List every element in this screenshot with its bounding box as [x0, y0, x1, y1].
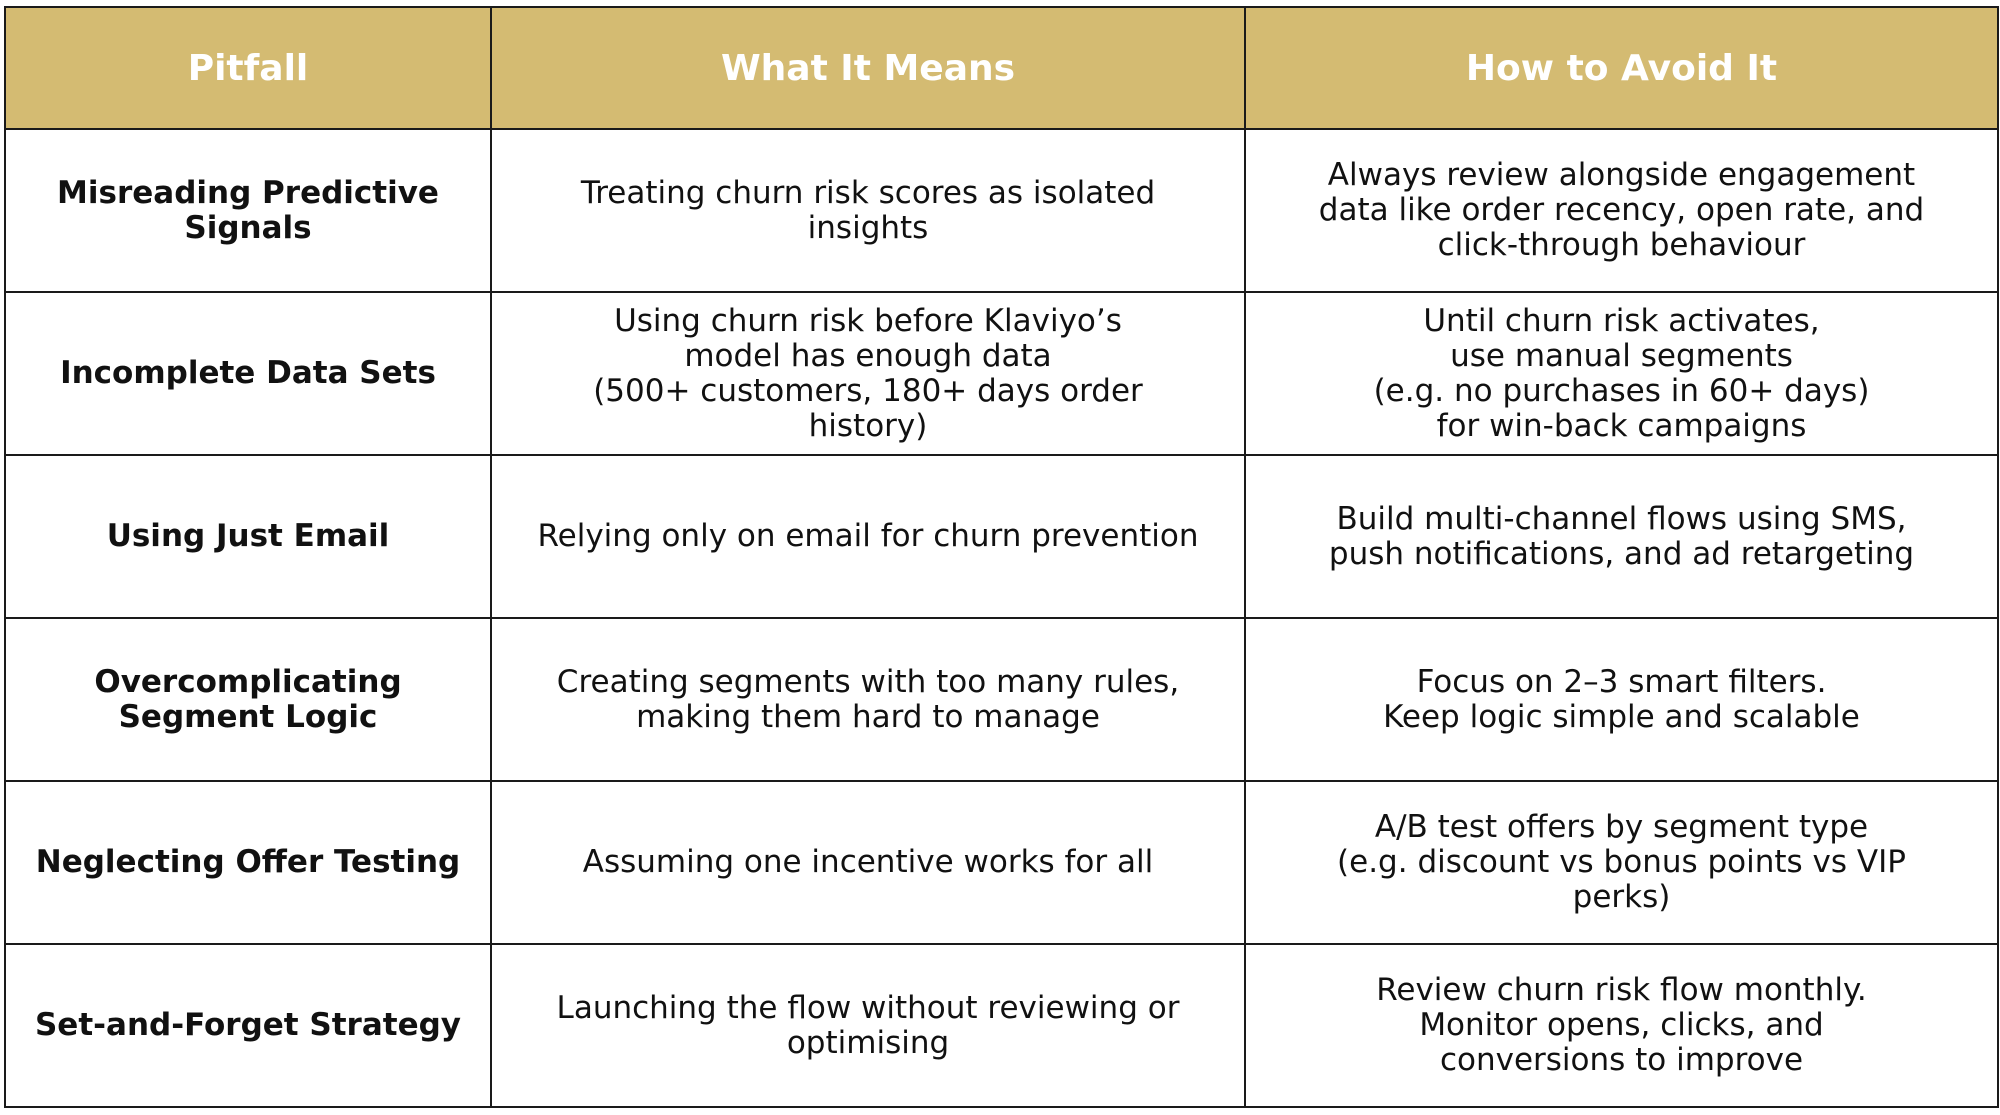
table-row: Set-and-Forget Strategy Launching the fl…: [4, 943, 1999, 1108]
avoid-text: Focus on 2–3 smart filters. Keep logic s…: [1383, 663, 1860, 735]
pitfall-cell: Overcomplicating Segment Logic: [4, 617, 492, 782]
pitfall-text: Set-and-Forget Strategy: [34, 1007, 461, 1043]
means-text: Creating segments with too many rules, m…: [556, 663, 1180, 735]
column-header-what-it-means: What It Means: [490, 6, 1246, 130]
avoid-text: Always review alongside engagement data …: [1318, 157, 1925, 263]
means-text: Assuming one incentive works for all: [582, 844, 1154, 880]
pitfall-cell: Neglecting Offer Testing: [4, 780, 492, 945]
means-text: Using churn risk before Klaviyo’s model …: [593, 302, 1143, 444]
table-row: Using Just Email Relying only on email f…: [4, 454, 1999, 619]
table-row: Misreading Predictive Signals Treating c…: [4, 128, 1999, 293]
column-header-how-to-avoid: How to Avoid It: [1244, 6, 1999, 130]
avoid-cell: Build multi-channel flows using SMS, pus…: [1244, 454, 1999, 619]
means-cell: Assuming one incentive works for all: [490, 780, 1246, 945]
means-cell: Creating segments with too many rules, m…: [490, 617, 1246, 782]
avoid-text: Build multi-channel flows using SMS, pus…: [1328, 500, 1915, 572]
avoid-text: Review churn risk flow monthly. Monitor …: [1376, 972, 1867, 1078]
pitfall-cell: Set-and-Forget Strategy: [4, 943, 492, 1108]
pitfall-text: Using Just Email: [106, 518, 390, 554]
avoid-cell: A/B test offers by segment type (e.g. di…: [1244, 780, 1999, 945]
pitfall-text: Overcomplicating Segment Logic: [94, 663, 402, 735]
means-cell: Launching the flow without reviewing or …: [490, 943, 1246, 1108]
table-row: Overcomplicating Segment Logic Creating …: [4, 617, 1999, 782]
avoid-cell: Until churn risk activates, use manual s…: [1244, 291, 1999, 456]
means-cell: Using churn risk before Klaviyo’s model …: [490, 291, 1246, 456]
table-row: Neglecting Offer Testing Assuming one in…: [4, 780, 1999, 945]
means-text: Launching the flow without reviewing or …: [556, 989, 1180, 1061]
avoid-cell: Focus on 2–3 smart filters. Keep logic s…: [1244, 617, 1999, 782]
avoid-text: A/B test offers by segment type (e.g. di…: [1337, 809, 1906, 915]
pitfall-cell: Using Just Email: [4, 454, 492, 619]
pitfalls-table-container: Pitfall What It Means How to Avoid It Mi…: [4, 6, 1999, 1108]
means-cell: Treating churn risk scores as isolated i…: [490, 128, 1246, 293]
means-text: Treating churn risk scores as isolated i…: [580, 174, 1156, 246]
column-header-pitfall: Pitfall: [4, 6, 492, 130]
pitfalls-table: Pitfall What It Means How to Avoid It Mi…: [4, 6, 1999, 1108]
pitfall-cell: Incomplete Data Sets: [4, 291, 492, 456]
avoid-cell: Review churn risk flow monthly. Monitor …: [1244, 943, 1999, 1108]
means-text: Relying only on email for churn preventi…: [537, 518, 1199, 554]
pitfall-text: Neglecting Offer Testing: [35, 844, 461, 880]
header-row: Pitfall What It Means How to Avoid It: [4, 6, 1999, 130]
pitfall-cell: Misreading Predictive Signals: [4, 128, 492, 293]
table-row: Incomplete Data Sets Using churn risk be…: [4, 291, 1999, 456]
avoid-cell: Always review alongside engagement data …: [1244, 128, 1999, 293]
pitfall-text: Incomplete Data Sets: [60, 355, 436, 391]
pitfall-text: Misreading Predictive Signals: [57, 174, 439, 246]
avoid-text: Until churn risk activates, use manual s…: [1373, 302, 1870, 444]
means-cell: Relying only on email for churn preventi…: [490, 454, 1246, 619]
